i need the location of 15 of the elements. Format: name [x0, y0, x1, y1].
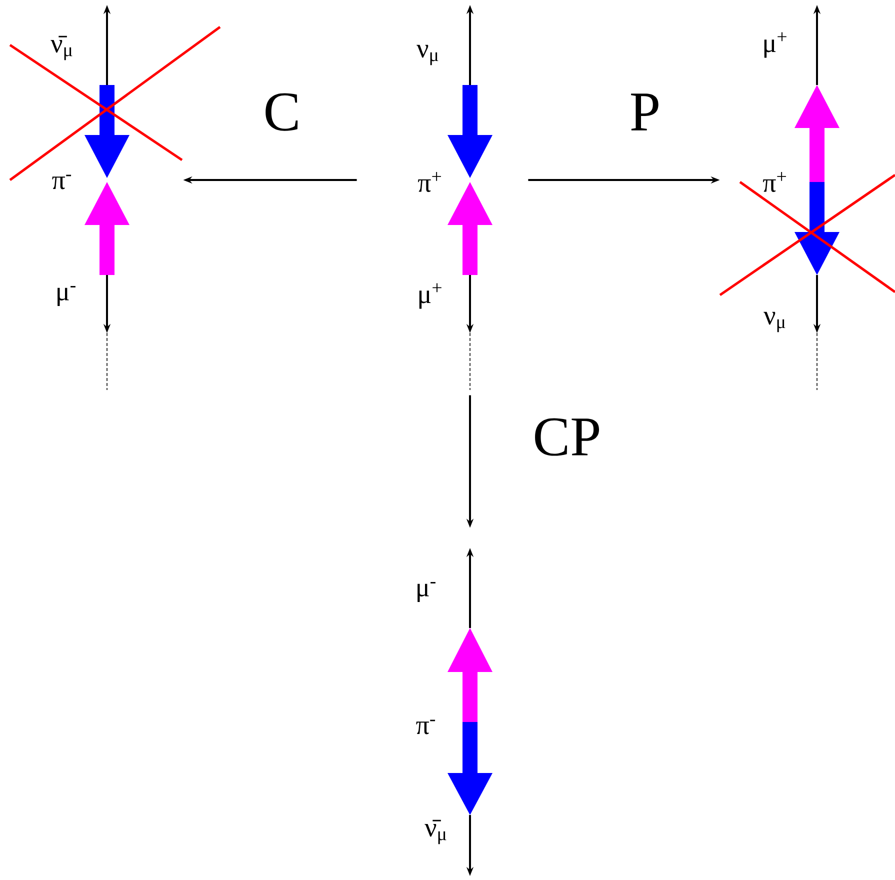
particle-label: ν̄$_{μ}$ — [50, 36, 72, 60]
particle-label: ν̄$_{μ}$ — [424, 820, 446, 844]
particle-label: ν$_{μ}$ — [416, 44, 438, 66]
particle-label: π$^{+}$ — [418, 172, 441, 192]
particle-label: π$^{-}$ — [416, 720, 436, 734]
edge-label: P — [627, 92, 663, 132]
particle-label: μ$^{+}$ — [419, 283, 442, 309]
edge-label: C — [261, 91, 303, 133]
edge-label: CP — [530, 416, 604, 458]
particle-label: μ$^{+}$ — [764, 32, 786, 58]
particle-label: μ$^{-}$ — [58, 286, 76, 306]
particle-label: μ$^{-}$ — [418, 582, 436, 602]
particle-label: π$^{+}$ — [762, 172, 786, 192]
particle-label: ν$_{μ}$ — [764, 312, 786, 332]
particle-label: π$^{-}$ — [52, 174, 72, 190]
